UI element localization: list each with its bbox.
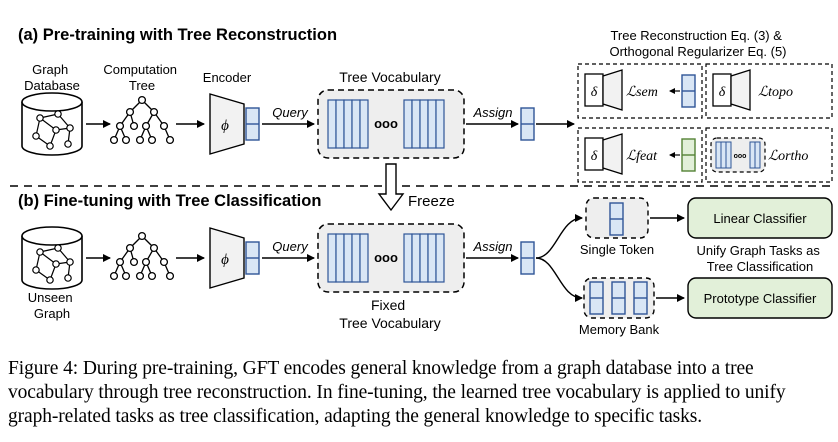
svg-text:Prototype Classifier: Prototype Classifier bbox=[704, 291, 817, 306]
unify-label: Unify Graph Tasks as Tree Classification bbox=[697, 243, 824, 274]
svg-text:ooo: ooo bbox=[734, 153, 747, 160]
computation-tree-icon bbox=[109, 95, 175, 145]
gft-diagram: (a) Pre-training with Tree Reconstructio… bbox=[10, 26, 836, 337]
loss-ortho-panel: ooo ℒortho bbox=[705, 127, 833, 183]
graph-database-icon bbox=[21, 92, 83, 156]
query-label-a: Query bbox=[272, 105, 309, 120]
query-label-b: Query bbox=[272, 239, 309, 254]
encoder-icon: ϕ bbox=[209, 93, 245, 155]
svg-text:δ: δ bbox=[719, 85, 726, 100]
loss-feat-panel: δ ℒfeat bbox=[577, 127, 703, 183]
loss-topo-panel: δ ℒtopo bbox=[705, 63, 833, 119]
svg-text:ℒsem: ℒsem bbox=[626, 85, 658, 100]
encoder-label: Encoder bbox=[203, 70, 252, 85]
single-token-box bbox=[585, 197, 649, 239]
reconstruction-header: Tree Reconstruction Eq. (3) & Orthogonal… bbox=[609, 28, 786, 59]
figure-caption: Figure 4: During pre-training, GFT encod… bbox=[8, 358, 786, 427]
tree-vocabulary-label: Tree Vocabulary bbox=[339, 69, 440, 85]
prototype-classifier-box: Prototype Classifier bbox=[687, 277, 833, 319]
svg-text:δ: δ bbox=[591, 149, 598, 164]
svg-text:ooo: ooo bbox=[374, 250, 398, 265]
svg-text:ϕ: ϕ bbox=[221, 252, 229, 268]
freeze-label: Freeze bbox=[408, 193, 455, 210]
assign-label-a: Assign bbox=[472, 105, 512, 120]
freeze-arrow bbox=[377, 163, 405, 212]
encoded-token-b-icon bbox=[245, 241, 260, 275]
unseen-graph-label: Unseen Graph bbox=[28, 290, 76, 321]
fixed-vocabulary-box: ooo bbox=[317, 223, 465, 293]
assigned-token-icon bbox=[520, 107, 535, 141]
memory-bank-label: Memory Bank bbox=[579, 322, 660, 337]
encoder-b-icon: ϕ bbox=[209, 227, 245, 289]
svg-text:ϕ: ϕ bbox=[221, 118, 229, 134]
linear-classifier-box: Linear Classifier bbox=[687, 197, 833, 239]
svg-text:ℒortho: ℒortho bbox=[768, 149, 808, 164]
unseen-graph-icon bbox=[21, 226, 83, 290]
graph-database-label: Graph Database bbox=[24, 62, 80, 93]
computation-tree-b-icon bbox=[109, 231, 175, 281]
svg-text:Linear Classifier: Linear Classifier bbox=[713, 211, 807, 226]
assign-label-b: Assign bbox=[472, 239, 512, 254]
svg-text:δ: δ bbox=[591, 85, 598, 100]
fixed-vocabulary-label: Fixed Tree Vocabulary bbox=[339, 297, 440, 331]
memory-bank-box bbox=[583, 277, 655, 319]
computation-tree-label: Computation Tree bbox=[103, 62, 180, 93]
svg-text:ℒtopo: ℒtopo bbox=[758, 85, 793, 100]
section-a-title: (a) Pre-training with Tree Reconstructio… bbox=[18, 26, 337, 44]
encoded-token-icon bbox=[245, 107, 260, 141]
single-token-label: Single Token bbox=[580, 242, 654, 257]
assigned-token-b-icon bbox=[520, 241, 535, 275]
section-b-title: (b) Fine-tuning with Tree Classification bbox=[18, 192, 321, 210]
svg-text:ℒfeat: ℒfeat bbox=[626, 149, 658, 164]
loss-sem-panel: δ ℒsem bbox=[577, 63, 703, 119]
svg-text:ooo: ooo bbox=[374, 116, 398, 131]
tree-vocabulary-box: ooo bbox=[317, 89, 465, 159]
